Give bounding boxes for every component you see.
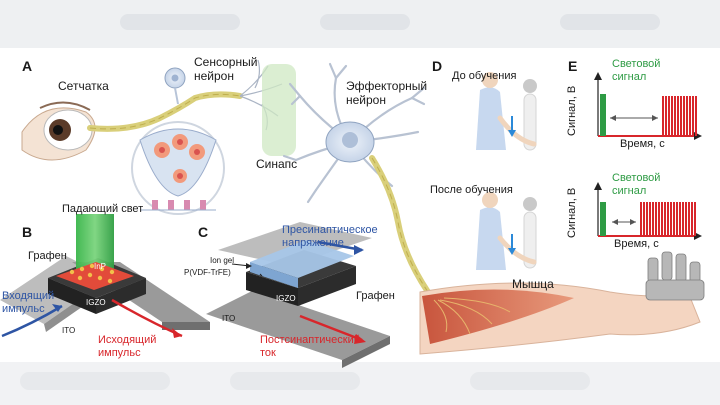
panel-letter-e: E [568,58,578,74]
bottom-blurred-strip [0,362,720,405]
pulse-bar [677,96,679,136]
synapse-zone [262,64,296,156]
output-pulse-trains [640,96,697,236]
pulse-bar [694,202,696,236]
pulse-bar [695,96,697,136]
label-light-signal-2: Световой сигнал [612,172,661,197]
pulse-bar [692,96,694,136]
training-after [476,192,537,270]
eye-illustration [21,101,96,161]
pulse-bar [667,202,669,236]
pulse-bar [662,96,664,136]
pulse-bar [652,202,654,236]
label-before-training: До обучения [452,70,517,82]
panel-letter-d: D [432,58,443,74]
pulse-bar [673,202,675,236]
label-igzo-c: IGZO [276,294,296,303]
label-pvdf: P(VDF-TrFE) [184,268,231,277]
pulse-bar [685,202,687,236]
top-blurred-strip [0,0,720,48]
pulse-bar [670,202,672,236]
axis-y-label-2: Сигнал, В [566,187,578,238]
pulse-bar [679,202,681,236]
label-inp: InP [94,262,107,271]
label-retina: Сетчатка [58,79,109,93]
pulse-bar [689,96,691,136]
panel-letter-a: A [22,58,33,74]
pulse-bar [661,202,663,236]
pulse-bar [655,202,657,236]
pulse-bar [668,96,670,136]
pulse-bar [671,96,673,136]
pulse-bar [665,96,667,136]
pulse-bar [676,202,678,236]
label-incident-light: Падающий свет [62,203,144,215]
panel-letter-c: C [198,224,209,240]
pulse-bar [680,96,682,136]
arm-with-muscle [419,251,705,355]
label-graphene-b: Графен [28,250,67,262]
device-c [206,222,390,368]
pulse-bar [664,202,666,236]
axis-x-label-1: Время, с [620,138,665,150]
training-before [476,72,537,151]
label-muscle: Мышца [512,277,554,291]
pulse-bar [686,96,688,136]
pulse-bar [682,202,684,236]
label-ito-c: ITO [222,314,236,323]
pulse-bar [646,202,648,236]
axis-y-label-1: Сигнал, В [566,85,578,136]
pulse-bar [674,96,676,136]
label-after-training: После обучения [430,184,513,196]
label-effector-neuron: Эффекторный нейрон [346,79,428,107]
label-igzo-b: IGZO [86,298,106,307]
panel-letter-b: B [22,224,33,240]
label-synapse: Синапс [256,157,298,171]
pulse-bar [691,202,693,236]
device-b [0,214,210,338]
label-ito-b: ITO [62,326,76,335]
label-graphene-c: Графен [356,290,395,302]
pulse-bar [688,202,690,236]
pulse-bar [643,202,645,236]
effector-axon [369,155,431,295]
pulse-bar [649,202,651,236]
label-presynaptic-voltage: Пресинаптическое напряжение [282,224,378,249]
pulse-bar [640,202,642,236]
pulse-bar [658,202,660,236]
label-input-pulse: Входящий импульс [2,290,55,315]
effector-neuron [282,62,426,204]
label-ion-gel: Ion gel [210,256,235,265]
label-output-pulse: Исходящий импульс [98,334,157,359]
pulse-bar [683,96,685,136]
label-postsynaptic-current: Постсинаптический ток [260,334,360,359]
label-sensory-neuron: Сенсорный нейрон [194,55,258,83]
axis-x-label-2: Время, с [614,238,659,250]
label-light-signal-1: Световой сигнал [612,58,661,83]
